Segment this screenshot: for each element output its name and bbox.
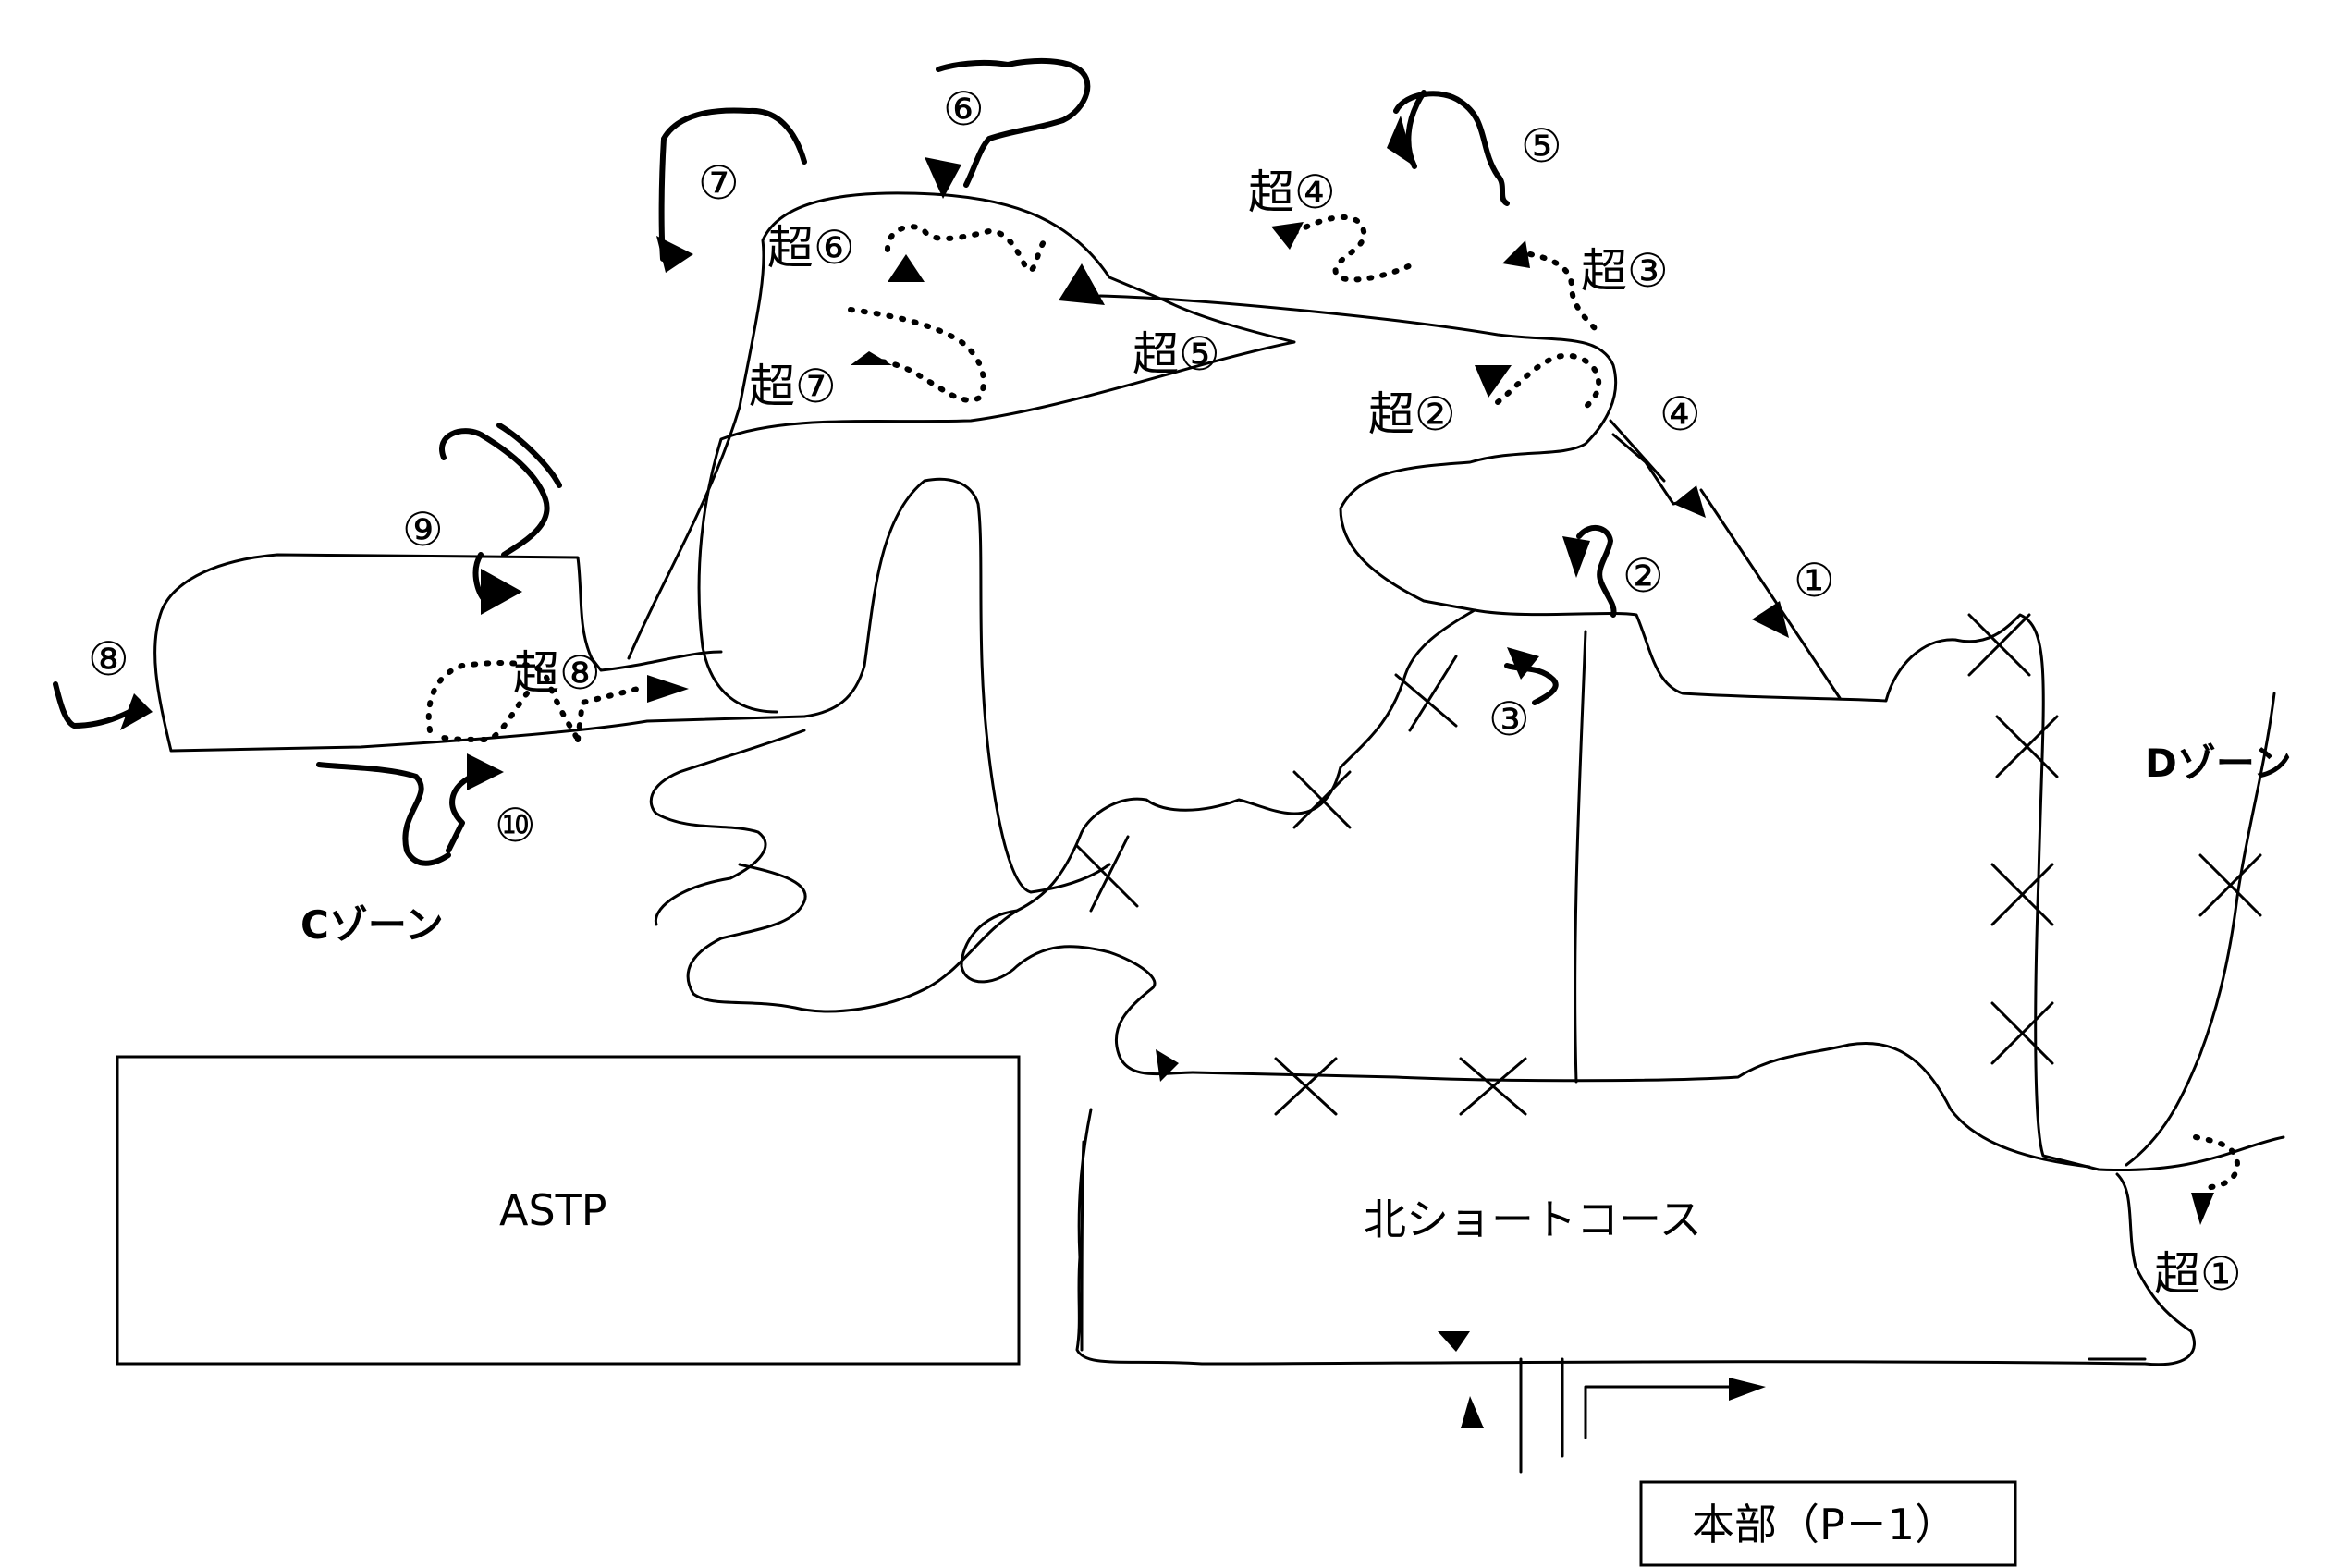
central-zone-area — [802, 477, 1111, 894]
zone-d-label: Dゾーン — [2145, 741, 2292, 786]
arrow-heads — [120, 116, 2214, 1428]
super-label-2: 超② — [1368, 387, 1456, 441]
corridor — [1191, 1042, 2091, 1169]
label-6: ⑥ — [943, 82, 985, 136]
astp-label: ASTP — [499, 1185, 607, 1235]
short-course-area — [1075, 1108, 2196, 1366]
label-3: ③ — [1488, 692, 1530, 746]
route-2 — [1576, 525, 1617, 618]
lower-loop — [960, 909, 1194, 1076]
super-label-8: 超⑧ — [513, 646, 601, 700]
super-label-1: 超① — [2154, 1247, 2242, 1301]
hq-label: 本部（P－1） — [1692, 1500, 1957, 1550]
south-loop — [649, 729, 806, 926]
label-10: ⑩ — [495, 799, 536, 852]
c-zone-area — [153, 553, 806, 753]
super-route-2 — [1495, 352, 1602, 410]
super-label-5: 超⑤ — [1133, 327, 1220, 381]
short-course-label: 北ショートコース — [1364, 1194, 1702, 1244]
super-route-6 — [885, 224, 1047, 274]
label-1: ① — [1794, 554, 1835, 607]
label-9: ⑨ — [402, 503, 444, 557]
label-2: ② — [1623, 549, 1664, 603]
route-6 — [936, 57, 1091, 188]
closed-markers — [1075, 613, 2262, 1116]
zone-c-label: Cゾーン — [300, 902, 444, 948]
super-label-7: 超⑦ — [749, 360, 837, 413]
route-9 — [439, 423, 562, 604]
label-8: ⑧ — [88, 632, 129, 686]
route-10 — [316, 762, 474, 866]
astp-box — [116, 1055, 1021, 1366]
super-label-4: 超④ — [1248, 165, 1336, 219]
super-route-8 — [425, 660, 641, 743]
label-5: ⑤ — [1521, 119, 1562, 173]
super-label-6: 超⑥ — [767, 221, 855, 275]
d-zone-area — [2125, 692, 2276, 1167]
super-label-3: 超③ — [1581, 244, 1669, 298]
upper-zone-area — [627, 191, 1296, 714]
hq-box — [1639, 1480, 2017, 1567]
route-7 — [658, 107, 807, 262]
right-zone-divider — [1574, 630, 1587, 1084]
south-boundary — [686, 608, 1476, 1013]
super-route-7 — [848, 307, 986, 403]
label-4: ④ — [1659, 387, 1701, 441]
access-path — [1519, 1357, 1749, 1474]
super-route-1 — [2193, 1134, 2241, 1191]
route-8 — [53, 681, 132, 729]
route-5 — [1393, 90, 1510, 206]
super-route-4 — [1292, 214, 1417, 283]
super-route-3 — [1527, 251, 1602, 336]
label-7: ⑦ — [698, 156, 740, 210]
